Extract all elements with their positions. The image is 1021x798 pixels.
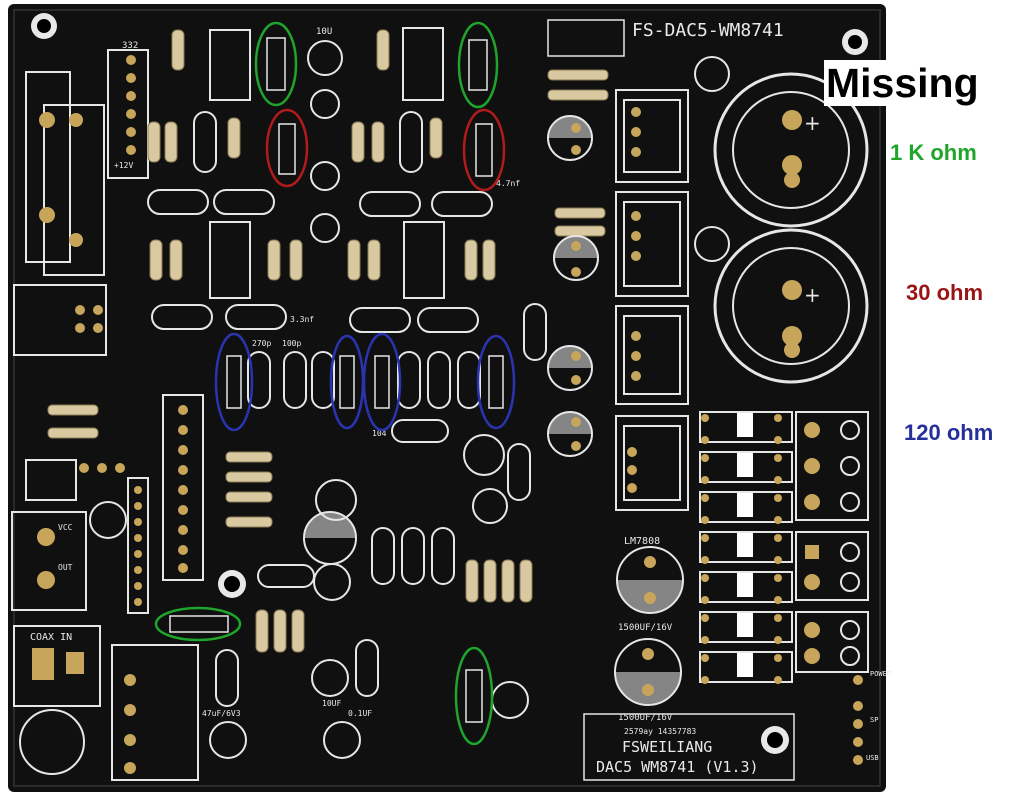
red-markers	[265, 108, 506, 192]
one-twenty-ohm-annotation: 120 ohm	[904, 420, 994, 445]
label-power: POWER	[870, 670, 892, 678]
board-title: FS-DAC5-WM8741	[632, 20, 784, 41]
left-connector-blocks	[11, 49, 199, 781]
terminal-blocks	[795, 411, 869, 673]
label-332: 332	[122, 41, 138, 51]
label-104: 104	[372, 429, 387, 438]
label-47uf: 47uF/6V3	[202, 709, 241, 718]
label-47nf: 4.7nf	[496, 179, 520, 188]
blue-resistor-outlines	[226, 355, 504, 409]
diode-pads	[701, 414, 782, 684]
label-3n: 3.3nf	[290, 315, 314, 324]
footer-outline	[583, 713, 795, 781]
label-sp: SP	[870, 716, 878, 724]
label-out: OUT	[58, 563, 73, 572]
mounting-holes	[31, 13, 868, 754]
cap-pads	[571, 123, 656, 696]
label-vcc: VCC	[58, 523, 73, 532]
label-10uf: 10UF	[322, 699, 341, 708]
green-markers	[154, 21, 499, 746]
coax-label: COAX IN	[30, 632, 72, 643]
circuit-board	[8, 4, 886, 792]
pin-headers	[127, 394, 204, 614]
diode-ladder	[699, 411, 793, 683]
left-cap	[19, 709, 85, 775]
thirty-ohm-annotation: 30 ohm	[906, 280, 984, 305]
right-edge-pads	[853, 675, 863, 765]
board-footer: DAC5 WM8741 (V1.3)	[596, 758, 759, 776]
voltage-regulators	[615, 89, 689, 511]
svg-text:+: +	[804, 283, 821, 307]
label-10u: 10U	[316, 27, 332, 37]
date-code: 2579ay 14357783	[624, 727, 696, 736]
ic-footprints	[209, 27, 445, 299]
cap-label-1: 1500UF/16V	[618, 623, 673, 633]
blue-markers	[214, 332, 516, 432]
label-01uf: 0.1UF	[348, 709, 372, 718]
left-connector-pads	[37, 55, 136, 774]
maker-label: FSWEILIANG	[622, 738, 712, 756]
ceramic-capacitors	[147, 111, 547, 707]
regulator-label: LM7808	[624, 536, 660, 547]
resistors	[47, 29, 609, 653]
green-resistor-outlines	[169, 37, 488, 723]
cap-label-2: 1500UF/16V	[618, 713, 673, 723]
top-outline	[547, 19, 625, 57]
label-usb: USB	[866, 754, 879, 762]
diode-bodies	[737, 413, 753, 677]
coax-jack	[32, 648, 54, 680]
red-resistor-outlines	[278, 123, 493, 177]
regulator-pads	[627, 107, 641, 493]
label-12v: +12V	[114, 161, 133, 170]
missing-annotation: Missing	[824, 60, 1004, 106]
svg-text:+: +	[804, 111, 821, 135]
one-k-ohm-annotation: 1 K ohm	[890, 140, 977, 165]
large-filter-capacitors: + +	[713, 72, 869, 384]
label-270p: 270p	[252, 339, 271, 348]
label-100p: 100p	[282, 339, 301, 348]
